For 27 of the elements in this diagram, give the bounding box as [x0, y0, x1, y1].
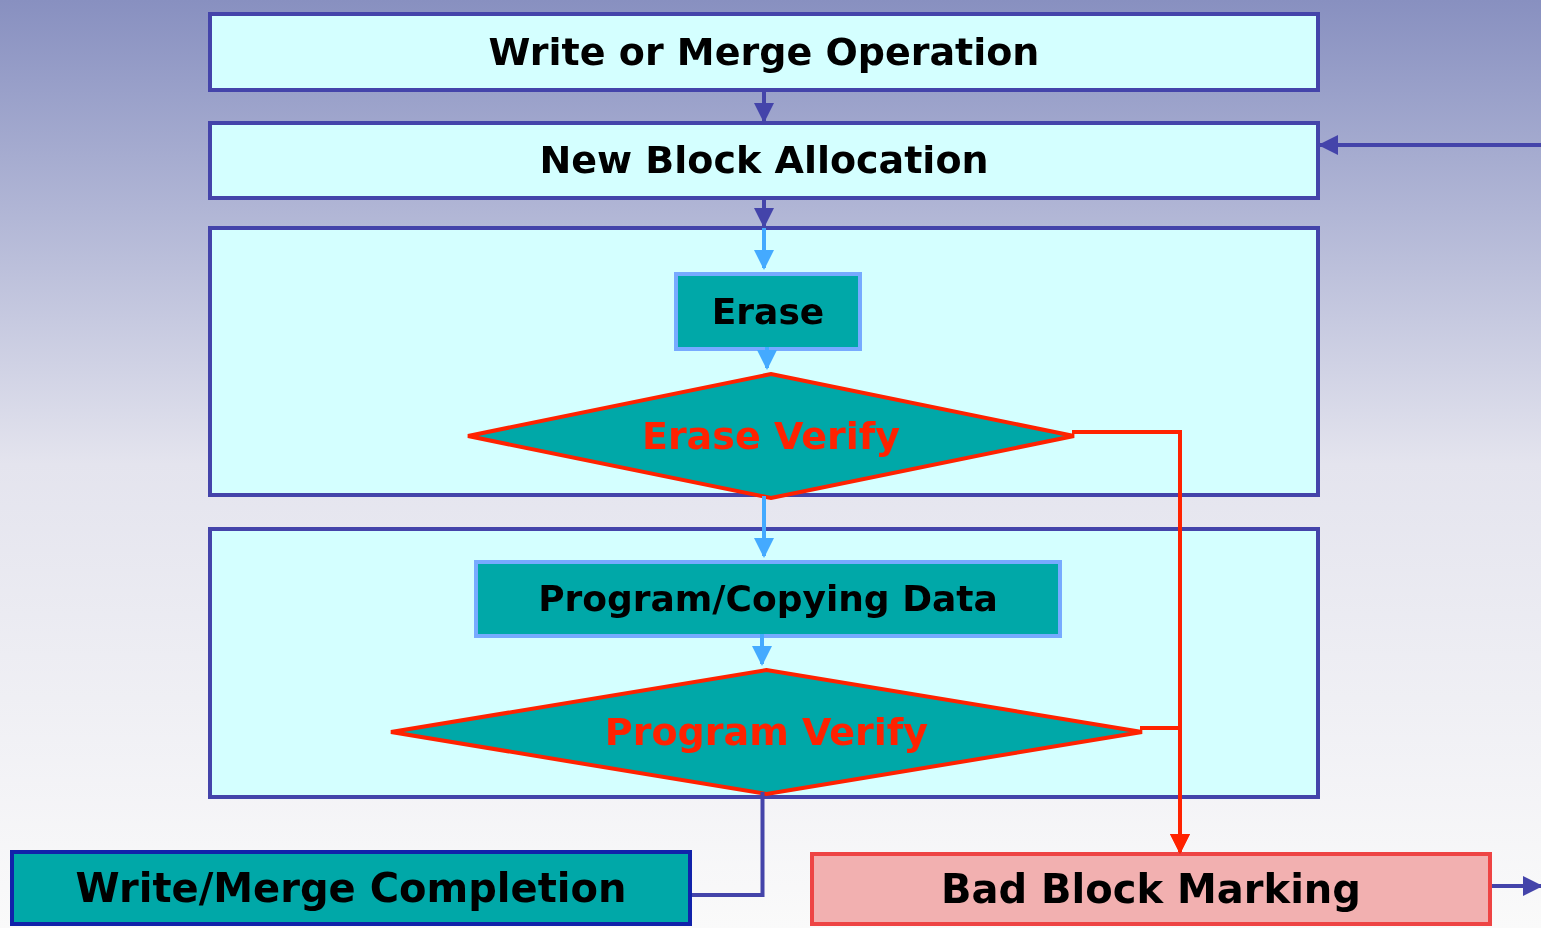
node-label: Erase Verify: [641, 412, 901, 460]
node-label: Erase: [711, 289, 825, 334]
arrow: [1492, 876, 1541, 896]
node-label: Program/Copying Data: [538, 577, 998, 621]
arrow: [754, 228, 774, 270]
arrow: [757, 347, 777, 370]
arrow: [754, 200, 774, 228]
arrow: [1318, 135, 1541, 155]
arrow: [754, 496, 774, 558]
node-label: New Block Allocation: [539, 137, 989, 184]
arrow: [1140, 726, 1190, 854]
process-box: [674, 272, 862, 351]
arrow: [754, 92, 774, 123]
process-box: [10, 850, 692, 926]
node-label: Write/Merge Completion: [75, 864, 627, 913]
group-box: [208, 527, 1320, 799]
process-box: [208, 121, 1320, 200]
process-box: [208, 12, 1320, 92]
process-box: [474, 560, 1062, 638]
node-label: Program Verify: [604, 708, 929, 756]
decision-diamond: [389, 668, 1144, 796]
node-label: Write or Merge Operation: [488, 28, 1040, 76]
process-box: [810, 852, 1492, 926]
decision-diamond: [466, 372, 1076, 500]
node-label: Bad Block Marking: [941, 865, 1361, 914]
group-box: [208, 226, 1320, 497]
arrow: [752, 634, 772, 666]
